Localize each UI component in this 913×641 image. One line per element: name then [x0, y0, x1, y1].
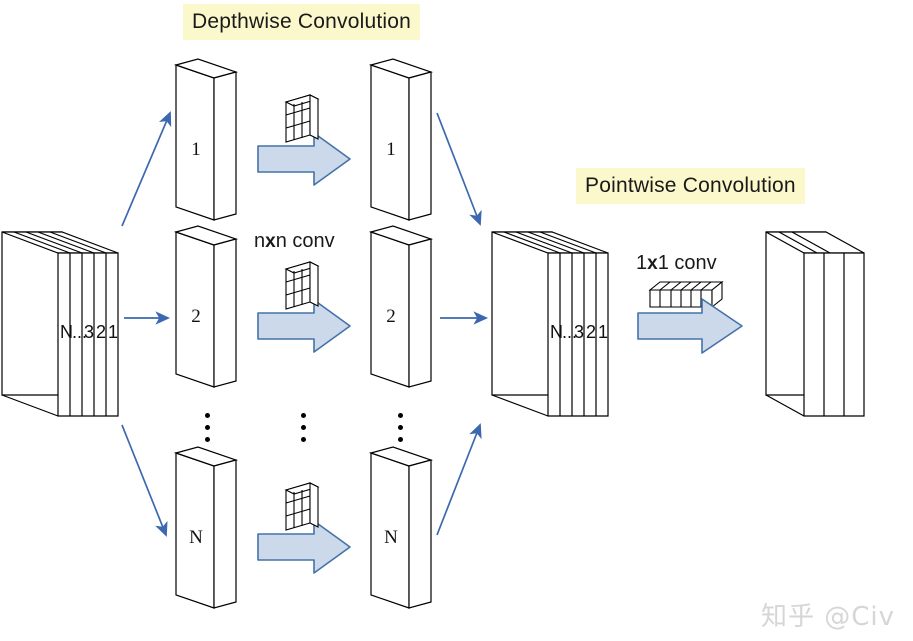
- label-nxn-conv-times: x: [265, 231, 276, 252]
- channel-slab-output-n: [368, 446, 434, 609]
- conv-block-arrow-1: [257, 132, 351, 186]
- conv-block-arrow-n: [257, 520, 351, 574]
- slab-label-output-1: 1: [386, 139, 396, 160]
- conv-block-arrow-2: [257, 299, 351, 353]
- channel-slab-output-1: [368, 58, 434, 221]
- title-pointwise-convolution: Pointwise Convolution: [576, 168, 805, 204]
- connector-slice1-to-concat: [436, 112, 482, 226]
- depthwise-output-stack: [491, 231, 609, 417]
- input-slice-label-n: N: [60, 322, 73, 342]
- watermark: 知乎 @Civ: [760, 602, 895, 632]
- slab-label-input-n: N: [189, 527, 203, 548]
- label-nxn-conv-tail: n conv: [275, 230, 335, 252]
- label-nxn-conv: nxn conv: [254, 228, 335, 255]
- channel-slab-input-2: [173, 225, 239, 388]
- input-slice-label-1: 1: [108, 322, 119, 342]
- label-1x1-conv-tail: 1 conv: [657, 252, 717, 274]
- concat-slice-label-n: N: [550, 322, 563, 342]
- vertical-ellipsis-left: [203, 413, 211, 442]
- channel-slab-output-2: [368, 225, 434, 388]
- channel-slab-input-n: [173, 446, 239, 609]
- slab-label-output-n: N: [384, 527, 398, 548]
- kernel-3x3-row-2: [284, 261, 320, 310]
- kernel-1x1-row: [648, 280, 724, 309]
- input-slice-label-dots: ...: [72, 322, 88, 342]
- input-feature-map: [1, 231, 119, 417]
- title-depthwise-convolution: Depthwise Convolution: [183, 4, 420, 40]
- connector-input-to-sliceN: [121, 424, 168, 537]
- concat-slice-label-2: 2: [586, 322, 597, 342]
- pointwise-block-arrow: [637, 298, 743, 354]
- connector-arrows: [121, 111, 489, 537]
- pointwise-output: [765, 231, 865, 417]
- input-slice-label-3: 3: [84, 322, 95, 342]
- vertical-ellipsis-middle: [299, 413, 307, 442]
- concat-slice-label-3: 3: [574, 322, 585, 342]
- connector-sliceN-to-concat: [436, 423, 482, 536]
- label-1x1-conv: 1x1 conv: [636, 250, 717, 277]
- connector-input-to-slice1: [121, 111, 172, 227]
- label-nxn-conv-n1: n: [254, 230, 266, 252]
- concat-slice-label-dots: ...: [562, 322, 578, 342]
- channel-slab-input-1: [173, 58, 239, 221]
- concat-slice-label-1: 1: [598, 322, 609, 342]
- label-1x1-conv-times: x: [647, 253, 658, 274]
- input-slice-label-2: 2: [96, 322, 107, 342]
- slab-label-output-2: 2: [386, 306, 396, 327]
- label-1x1-conv-one: 1: [636, 252, 648, 274]
- vertical-ellipsis-right: [396, 413, 404, 442]
- slab-label-input-1: 1: [191, 139, 201, 160]
- kernel-3x3-row-1: [284, 94, 320, 143]
- slab-label-input-2: 2: [191, 306, 201, 327]
- kernel-3x3-row-n: [284, 482, 320, 531]
